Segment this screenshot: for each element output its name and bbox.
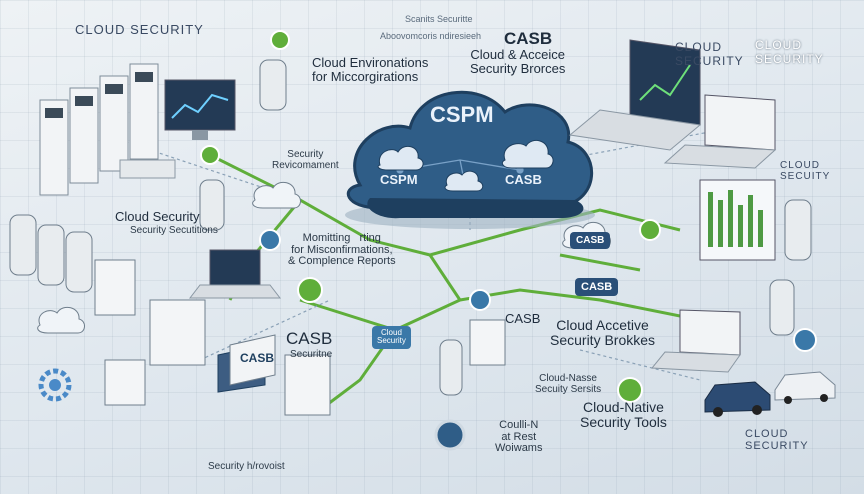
link-right-low xyxy=(459,288,701,322)
top-left-title: Cloud Security xyxy=(75,22,204,37)
security-sections-label: Security Secutitions xyxy=(130,225,218,236)
central-cloud xyxy=(345,90,595,229)
bottom-right-title: Cloud Security xyxy=(745,428,809,452)
right-security-label: Cloud Secuity xyxy=(780,160,831,182)
server-towers-left xyxy=(39,63,159,196)
cars xyxy=(704,371,836,417)
cloud-access-mid-label: Cloud Accetive Security Brokkes xyxy=(550,317,656,348)
node-icons xyxy=(200,30,817,451)
casb-center-label: CASB xyxy=(505,311,541,326)
casb-top-label: CASB xyxy=(504,29,553,48)
top-small-label: Scanits Securitte xyxy=(405,14,473,24)
keyboard xyxy=(119,159,176,179)
database-stacks-left xyxy=(9,59,812,396)
laptop-center-left xyxy=(188,249,282,299)
monitor-top-left xyxy=(164,79,236,140)
at-rest-label: Coulli-N at Rest Woiwams xyxy=(495,419,543,455)
cloud-title: CSPM xyxy=(430,102,494,127)
security-provoist-label: Security h/rovoist xyxy=(208,461,285,472)
casb-badge-1: CASB xyxy=(570,232,611,249)
cloud-access-top-label: Cloud & Acceice Security Brorces xyxy=(470,47,566,76)
cloud-node-right-label: CASB xyxy=(505,172,542,187)
top-right-title-2: Cloud Security xyxy=(755,38,824,66)
laptop-right xyxy=(663,94,777,169)
casb-mid-label: CASB xyxy=(286,329,333,348)
cloud-native-label: Cloud-Native Security Tools xyxy=(580,399,667,430)
security-env-label: Security Revicomament xyxy=(272,149,339,171)
rack-servers xyxy=(94,259,506,416)
link-casb xyxy=(559,253,641,272)
laptop-bottom-right xyxy=(650,309,741,373)
dashboard-panel-right xyxy=(699,179,776,261)
laptop-top-right xyxy=(568,39,702,151)
top-right-title: Cloud Security xyxy=(675,40,744,68)
truck xyxy=(217,334,276,393)
link-left-top xyxy=(209,153,431,257)
cloud-security-left-label: Cloud Security xyxy=(115,209,200,224)
monitoring-label: Momitting rting for Misconfirmations, & … xyxy=(288,232,396,268)
gear-icon xyxy=(38,368,72,402)
casb-badge-2: CASB xyxy=(575,278,619,296)
cloud-nose-label: Cloud-Nasse Secuity Sersits xyxy=(535,373,602,395)
laptops xyxy=(188,39,777,373)
link-center xyxy=(299,254,463,332)
cloud-node-left-label: CSPM xyxy=(380,172,418,187)
cloud-security-center-badge: Cloud Security xyxy=(372,326,411,349)
truck-casb-label: CASB xyxy=(240,351,275,365)
top-small-label-2: Aboovomcoris ndiresieeh xyxy=(380,31,482,41)
casb-mid-small-label: Securitne xyxy=(290,349,333,360)
cloud-env-label: Cloud Environations for Miccorgirations xyxy=(312,55,429,84)
